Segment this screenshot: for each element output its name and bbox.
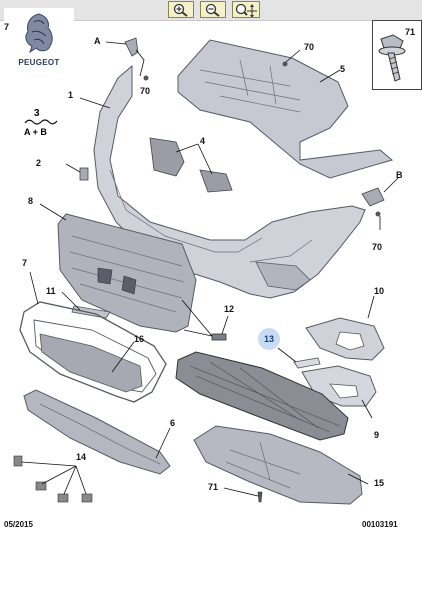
screw-icon — [378, 34, 406, 82]
callout-9: 9 — [374, 430, 380, 440]
part-bracket-A — [124, 37, 139, 57]
part-clip-12 — [211, 333, 227, 341]
part-underbody-shield — [193, 425, 363, 505]
callout-70: 70 — [140, 86, 151, 96]
part-bracket-4b — [199, 169, 233, 193]
callout-A: A — [94, 36, 101, 46]
callout-12: 12 — [224, 304, 235, 314]
callout-71: 71 — [208, 482, 219, 492]
footer-reference: 00103191 — [362, 520, 398, 529]
callout-7: 7 — [22, 258, 28, 268]
lion-logo-icon — [25, 13, 53, 54]
part-trim-11 — [71, 305, 111, 319]
callout-2: 2 — [36, 158, 42, 168]
brand-logo: PEUGEOT — [4, 8, 74, 70]
callout-15: 15 — [374, 478, 385, 488]
part-screw-71 — [257, 491, 263, 503]
zoom-in-icon — [173, 3, 188, 17]
callout-10: 10 — [374, 286, 385, 296]
part-lower-absorber — [175, 351, 349, 441]
part-clip-2 — [79, 167, 89, 181]
callout-B: B — [396, 170, 403, 180]
part-bracket-B — [361, 187, 385, 207]
part-grille — [57, 213, 197, 333]
part-clip-14b — [35, 481, 47, 491]
legend-formula: A + B — [24, 127, 47, 137]
callout-70: 70 — [304, 42, 315, 52]
wave-symbol-icon — [24, 119, 58, 125]
callout-13-highlighted[interactable]: 13 — [258, 328, 280, 350]
part-screw-70c — [375, 211, 381, 217]
part-bracket-4a — [149, 137, 185, 177]
zoom-in-button[interactable] — [168, 1, 194, 18]
callout-6: 6 — [170, 418, 176, 428]
callout-8: 8 — [28, 196, 34, 206]
part-lower-grille — [39, 333, 143, 393]
callout-16: 16 — [134, 334, 145, 344]
part-lower-spoiler — [23, 389, 171, 475]
brand-name: PEUGEOT — [18, 58, 60, 67]
part-chrome-strip — [293, 357, 321, 369]
callout-5: 5 — [340, 64, 346, 74]
callout-71-inset: 71 — [405, 27, 416, 37]
toolbar — [0, 0, 422, 21]
part-screw-70b — [282, 61, 288, 67]
callout-14: 14 — [76, 452, 87, 462]
part-clip-14d — [81, 493, 93, 503]
zoom-out-icon — [205, 3, 220, 17]
part-chrome-frame — [19, 301, 167, 403]
zoom-pan-button[interactable] — [232, 1, 260, 18]
part-clip-14c — [57, 493, 69, 503]
screw-inset: 71 — [372, 20, 422, 90]
callout-11: 11 — [46, 286, 56, 296]
zoom-pan-icon — [235, 3, 257, 17]
lion-badge-icon — [97, 267, 137, 295]
zoom-out-button[interactable] — [200, 1, 226, 18]
part-screw-70a — [143, 75, 149, 81]
legend-ref: 3 — [34, 108, 40, 119]
footer-date: 05/2015 — [4, 520, 33, 529]
callout-70: 70 — [372, 242, 383, 252]
part-clip-14a — [13, 455, 23, 467]
callout-4: 4 — [200, 136, 206, 146]
callout-1: 1 — [68, 90, 74, 100]
callout-7-top: 7 — [4, 22, 10, 32]
